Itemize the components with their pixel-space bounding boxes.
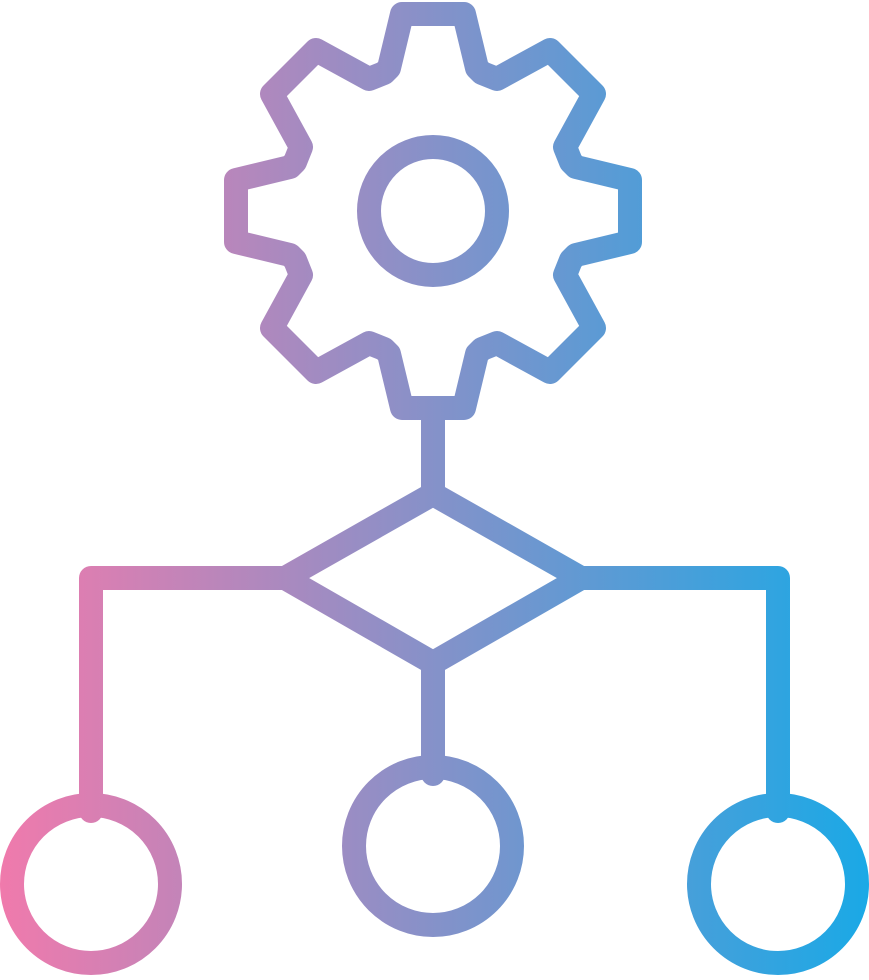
left-branch-line <box>79 566 297 823</box>
left-node-circle <box>0 793 182 975</box>
middle-node-circle <box>342 755 524 937</box>
right-branch-line <box>569 566 790 823</box>
gear-center-circle <box>357 135 509 287</box>
gear-outline <box>224 2 642 420</box>
right-node-circle <box>687 793 869 975</box>
decision-diamond <box>273 482 593 675</box>
